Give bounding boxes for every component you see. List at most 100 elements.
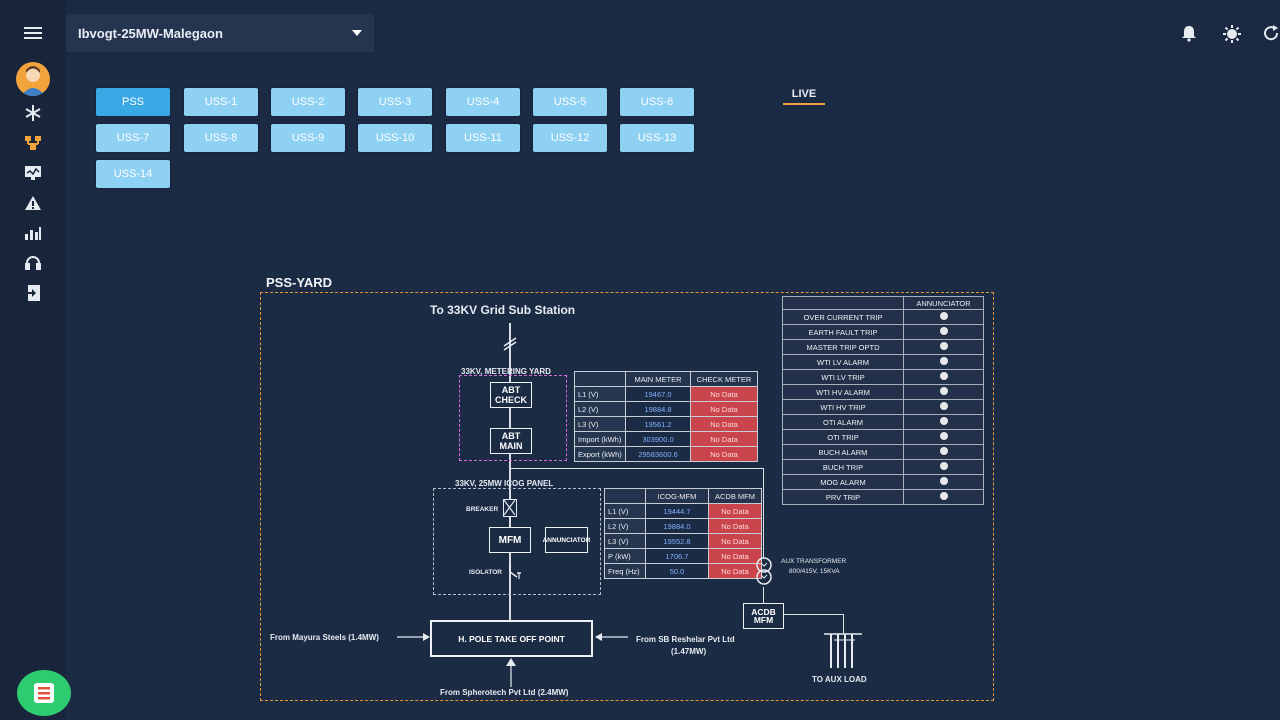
tab-uss-12[interactable]: USS-12	[533, 124, 607, 152]
annunciator-row: OTI ALARM	[782, 414, 984, 430]
tab-uss-2[interactable]: USS-2	[271, 88, 345, 116]
table-cell: L1 (V)	[604, 503, 646, 519]
status-led-icon	[939, 477, 948, 485]
table-cell: No Data	[690, 416, 758, 432]
aux-transformer-icon[interactable]	[753, 556, 775, 588]
table-cell: L3 (V)	[574, 416, 626, 432]
status-cell	[903, 384, 984, 400]
annunciator-item: OTI TRIP	[782, 429, 904, 445]
network-icon[interactable]	[22, 132, 44, 154]
takeoff-point-box[interactable]: H. POLE TAKE OFF POINT	[430, 620, 593, 657]
annunciator-row: MASTER TRIP OPTD	[782, 339, 984, 355]
mfm-box[interactable]: MFM	[489, 527, 531, 553]
table-cell: 50.0	[645, 563, 709, 579]
table-cell: Import (kWh)	[574, 431, 626, 447]
status-led-icon	[939, 447, 948, 455]
tab-uss-11[interactable]: USS-11	[446, 124, 520, 152]
table-header: CHECK METER	[690, 371, 758, 387]
breaker-icon[interactable]	[503, 499, 517, 517]
headset-icon[interactable]	[22, 252, 44, 274]
annunciator-row: OVER CURRENT TRIP	[782, 309, 984, 325]
table-cell: 19884.8	[625, 401, 691, 417]
isolator-icon	[509, 565, 521, 579]
warning-icon[interactable]	[22, 192, 44, 214]
live-label[interactable]: LIVE	[783, 88, 825, 105]
grid-label: To 33KV Grid Sub Station	[430, 303, 576, 317]
abt-check-box[interactable]: ABT CHECK	[490, 382, 532, 408]
tab-uss-7[interactable]: USS-7	[96, 124, 170, 152]
table-cell: 303900.0	[625, 431, 691, 447]
aux-load-label: TO AUX LOAD	[812, 675, 867, 684]
table-header	[574, 371, 626, 387]
aux-feed-drop	[763, 468, 764, 558]
tab-uss-1[interactable]: USS-1	[184, 88, 258, 116]
site-selector[interactable]: Ibvogt-25MW-Malegaon	[66, 14, 374, 52]
snowflake-icon[interactable]	[22, 102, 44, 124]
bell-icon[interactable]	[1180, 24, 1200, 44]
logout-icon[interactable]	[22, 282, 44, 304]
status-cell	[903, 309, 984, 325]
tab-uss-4[interactable]: USS-4	[446, 88, 520, 116]
tab-uss-8[interactable]: USS-8	[184, 124, 258, 152]
chart-icon[interactable]	[22, 222, 44, 244]
status-led-icon	[939, 462, 948, 470]
yard-frame	[260, 292, 994, 701]
tab-uss-9[interactable]: USS-9	[271, 124, 345, 152]
table-cell: No Data	[708, 518, 762, 534]
metering-yard-frame	[459, 375, 567, 461]
status-led-icon	[939, 372, 948, 380]
isolator-label: ISOLATOR	[469, 569, 502, 576]
table-cell: No Data	[708, 503, 762, 519]
site-name: Ibvogt-25MW-Malegaon	[78, 25, 223, 41]
abt-main-box[interactable]: ABT MAIN	[490, 428, 532, 454]
status-cell	[903, 489, 984, 505]
tab-uss-10[interactable]: USS-10	[358, 124, 432, 152]
icog-panel-frame	[433, 488, 601, 595]
status-led-icon	[939, 492, 948, 500]
sun-icon[interactable]	[1222, 24, 1242, 44]
status-led-icon	[939, 387, 948, 395]
refresh-icon[interactable]	[1262, 24, 1280, 44]
annunciator-row: OTI TRIP	[782, 429, 984, 445]
table-cell: No Data	[708, 563, 762, 579]
status-cell	[903, 459, 984, 475]
table-cell: No Data	[690, 386, 758, 402]
icog-panel-label: 33KV, 25MW ICOG PANEL	[455, 479, 554, 488]
table-cell: 29583600.6	[625, 446, 691, 462]
app-logo[interactable]	[17, 670, 71, 716]
table-cell: 19467.0	[625, 386, 691, 402]
tab-pss[interactable]: PSS	[96, 88, 170, 116]
annunciator-box[interactable]: ANNUNCIATOR	[543, 527, 590, 553]
monitor-icon[interactable]	[22, 162, 44, 184]
annunciator-item: MOG ALARM	[782, 474, 904, 490]
table-header: ACDB MFM	[708, 488, 762, 504]
table-cell: 19444.7	[645, 503, 709, 519]
table-cell: No Data	[690, 446, 758, 462]
annunciator-row: EARTH FAULT TRIP	[782, 324, 984, 340]
arrow-up-icon	[506, 658, 516, 687]
tab-uss-3[interactable]: USS-3	[358, 88, 432, 116]
annunciator-row: BUCH ALARM	[782, 444, 984, 460]
aux-load-icon	[824, 633, 862, 668]
aux-transformer-label: AUX TRANSFORMER	[781, 558, 847, 565]
tab-uss-5[interactable]: USS-5	[533, 88, 607, 116]
menu-icon[interactable]	[22, 22, 44, 44]
from-bottom-label: From Spherotech Pvt Ltd (2.4MW)	[440, 688, 569, 697]
avatar[interactable]	[16, 62, 50, 96]
tab-uss-13[interactable]: USS-13	[620, 124, 694, 152]
status-cell	[903, 444, 984, 460]
acdb-mfm-box[interactable]: ACDB MFM	[743, 603, 784, 629]
status-led-icon	[939, 342, 948, 350]
tab-uss-6[interactable]: USS-6	[620, 88, 694, 116]
tab-uss-14[interactable]: USS-14	[96, 160, 170, 188]
table-header: MAIN METER	[625, 371, 691, 387]
status-led-icon	[939, 357, 948, 365]
metering-yard-label: 33KV, METERING YARD	[461, 367, 551, 376]
table-cell: 19884.0	[645, 518, 709, 534]
